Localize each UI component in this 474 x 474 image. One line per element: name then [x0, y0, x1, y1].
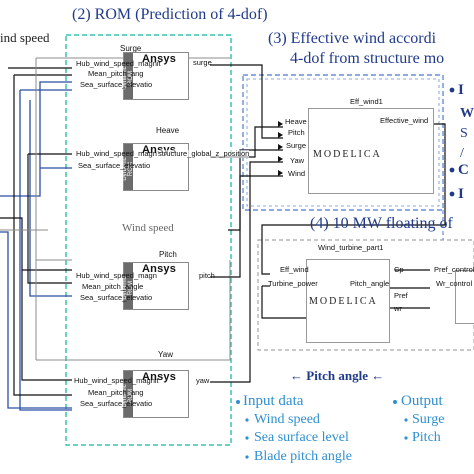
turbine-output-cp: Cp: [394, 265, 404, 274]
floating-title: (4) 10 MW floating of: [310, 215, 453, 232]
eff-wind-name: Eff_wind1: [350, 97, 383, 106]
yaw-input-2: Mean_pitch_ang: [88, 388, 144, 397]
legend-bullets: [236, 400, 408, 459]
left-wind-speed-label: ind speed: [0, 30, 50, 45]
turbine-input-power: Turbine_power: [268, 279, 318, 288]
surge-output: surge: [193, 58, 212, 67]
pitch-output: pitch: [199, 271, 215, 280]
rom-block-surge[interactable]: Dynamic ROM Ansys: [122, 52, 189, 100]
right-fragment-slash: /: [460, 146, 464, 161]
legend-input-title: Input data: [243, 393, 304, 409]
rom-surge-title: Surge: [120, 44, 142, 53]
legend-input-blade-pitch: Blade pitch angle: [254, 449, 352, 464]
rom-heave-title: Heave: [156, 126, 180, 135]
eff-wind-frame-inner: [246, 78, 440, 207]
pitch-angle-feedback-label: ← Pitch angle ←: [290, 368, 385, 383]
turbine-input-eff-wind: Eff_wind: [280, 265, 309, 274]
ansys-logo: Ansys: [142, 263, 177, 275]
legend-output-surge: Surge: [412, 412, 445, 427]
right-fragment-w: W: [460, 106, 474, 121]
output-wires: [210, 64, 283, 383]
rom-pitch-title: Pitch: [159, 250, 177, 259]
yaw-output: yaw: [196, 376, 210, 385]
gray-wires: [0, 57, 231, 361]
turbine-output-pitch-angle: Pitch_angle: [350, 279, 390, 288]
turbine-output-wr: wr: [394, 304, 402, 313]
wind-speed-mid-label: Wind speed: [122, 222, 174, 234]
input-wires: [0, 81, 72, 411]
rom-frame: [65, 34, 232, 446]
eff-wind-block[interactable]: MODELICA: [308, 108, 434, 194]
right-fragment-i: I: [458, 186, 464, 202]
right-fragment-s: S: [460, 126, 468, 141]
rom-yaw-title: Yaw: [158, 350, 173, 359]
modelica-logo: MODELICA: [313, 149, 382, 160]
eff-wind-frame: [242, 74, 444, 211]
eff-wind-output: Effective_wind: [380, 116, 429, 125]
rom-block-pitch[interactable]: Dynamic ROM Ansys: [122, 262, 189, 310]
eff-wind-input-yaw: Yaw: [290, 156, 305, 165]
controller-block[interactable]: [455, 270, 474, 324]
ansys-logo: Ansys: [142, 371, 177, 383]
turbine-name: Wind_turbine_part1: [318, 243, 384, 252]
pitch-input-2: Mean_pitch_angle: [82, 282, 144, 291]
right-fragment-c: C: [458, 162, 469, 178]
turbine-output-pref: Pref: [394, 291, 408, 300]
effective-wind-title-line1: (3) Effective wind accordi: [268, 30, 437, 47]
turbine-block[interactable]: MODELICA: [306, 259, 390, 343]
legend-input-sea-level: Sea surface level: [254, 430, 349, 445]
surge-input-1: Hub_wind_speed_magnit: [76, 59, 161, 68]
ansys-logo: Ansys: [142, 53, 177, 65]
modelica-logo: MODELICA: [309, 296, 378, 307]
rom-title: (2) ROM (Prediction of 4-dof): [72, 6, 268, 23]
legend-output-pitch: Pitch: [412, 430, 441, 445]
controller-input-wr: Wr_control: [436, 279, 473, 288]
eff-wind-input-surge: Surge: [286, 141, 307, 150]
yaw-input-1: Hub_wind_speed_magnit: [74, 376, 159, 385]
yaw-input-3: Sea_surface_elevatio: [80, 399, 153, 408]
turbine-frame: [257, 239, 474, 351]
rom-block-yaw[interactable]: Dynamic ROM Ansys: [122, 370, 189, 418]
legend-input-wind-speed: Wind speed: [254, 412, 320, 427]
pitch-input-1: Hub_wind_speed_magn: [76, 271, 157, 280]
eff-wind-input-wind: Wind: [288, 169, 306, 178]
right-fragment-1: I: [458, 82, 464, 98]
heave-output: structure_global_z_position: [158, 149, 250, 158]
heave-input-2: Sea_surface_elevatio: [78, 161, 151, 170]
heave-input-1: Hub_wind_speed_magn: [76, 149, 157, 158]
surge-input-2: Mean_pitch_ang: [88, 69, 144, 78]
effective-wind-title-line2: 4-dof from structure mo: [290, 50, 445, 67]
black-wires: [0, 67, 72, 396]
surge-input-3: Sea_surface_elevatio: [80, 80, 153, 89]
legend-output-title: Output: [401, 393, 443, 409]
eff-wind-input-pitch: Pitch: [288, 128, 305, 137]
controller-input-pref: Pref_control: [434, 265, 474, 274]
pitch-input-3: Sea_surface_elevatio: [80, 293, 153, 302]
eff-wind-input-heave: Heave: [285, 117, 307, 126]
